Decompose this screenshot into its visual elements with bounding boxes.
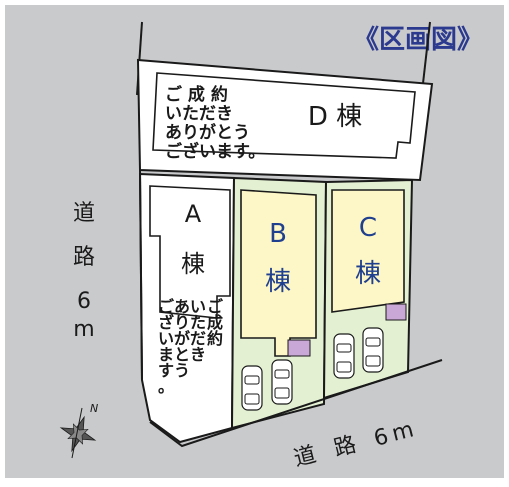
building-a-outline: [149, 185, 231, 319]
building-a-status-char: だ: [190, 329, 206, 348]
building-d-status: ご 成 約 いただき ありがとう ございます。: [165, 84, 265, 162]
car-icon: [333, 333, 355, 379]
building-a-status-char: う: [174, 361, 190, 380]
building-a-status-char: い: [158, 329, 174, 348]
building-a-status-char: が: [174, 329, 190, 348]
west-road-char: 6: [77, 289, 91, 314]
building-d-status-line: いただき: [165, 104, 233, 124]
lot-d: [136, 58, 434, 182]
building-b-label: B: [269, 219, 287, 249]
building-a-status-char: ご: [207, 297, 223, 316]
south-road-char: 6: [371, 424, 391, 452]
west-road-char: m: [73, 317, 94, 342]
building-c-label: C: [359, 213, 377, 243]
building-a-status-char: た: [190, 313, 206, 332]
building-a-status-char: い: [190, 297, 206, 316]
building-d-status-line: ご 成 約: [165, 84, 228, 105]
compass-needle: [71, 407, 83, 459]
building-a-status-char: 。: [158, 377, 174, 396]
building-a-status-char: 成: [207, 313, 223, 332]
building-c-porch: [385, 303, 407, 321]
west-road-edge: [139, 169, 143, 381]
building-a-status-char: ま: [158, 345, 174, 364]
building-a-status-char: あ: [174, 297, 190, 316]
parking-area: [241, 327, 384, 411]
building-b-porch: [287, 339, 311, 357]
building-a-label: A: [185, 200, 202, 228]
building-a-status-char: と: [174, 345, 190, 364]
building-b-suffix: 棟: [265, 267, 291, 297]
south-road-edge: [149, 359, 443, 448]
building-d-status-line: ございます。: [165, 141, 265, 162]
car-icon: [362, 327, 384, 373]
building-a-suffix: 棟: [181, 250, 205, 278]
west-road-label: 道 路 6 m: [73, 201, 95, 342]
south-road-label: 道 路 6 m: [291, 417, 416, 471]
building-c-house: [331, 189, 405, 313]
west-road-char: 道: [73, 201, 95, 226]
car-icon: [241, 365, 263, 411]
compass-north-label: N: [90, 402, 98, 415]
building-a-status-char: ざ: [158, 313, 174, 332]
building-c-suffix: 棟: [355, 259, 381, 289]
map-title: 《区画図》: [353, 25, 483, 55]
car-icon: [271, 359, 293, 405]
building-a-status-char: す: [158, 361, 174, 380]
building-a-status-char: り: [174, 313, 190, 332]
compass-inner-star-icon: [67, 423, 89, 445]
west-road-char: 路: [73, 245, 95, 270]
compass-rose-icon: N: [59, 402, 98, 459]
building-d-outline: [152, 72, 416, 159]
building-d-status-line: ありがとう: [165, 122, 250, 143]
building-d-label: D 棟: [308, 102, 362, 132]
building-a-status-char: ご: [158, 297, 174, 316]
building-a-status-char: 約: [207, 329, 223, 348]
building-a-status-char: き: [190, 345, 206, 364]
